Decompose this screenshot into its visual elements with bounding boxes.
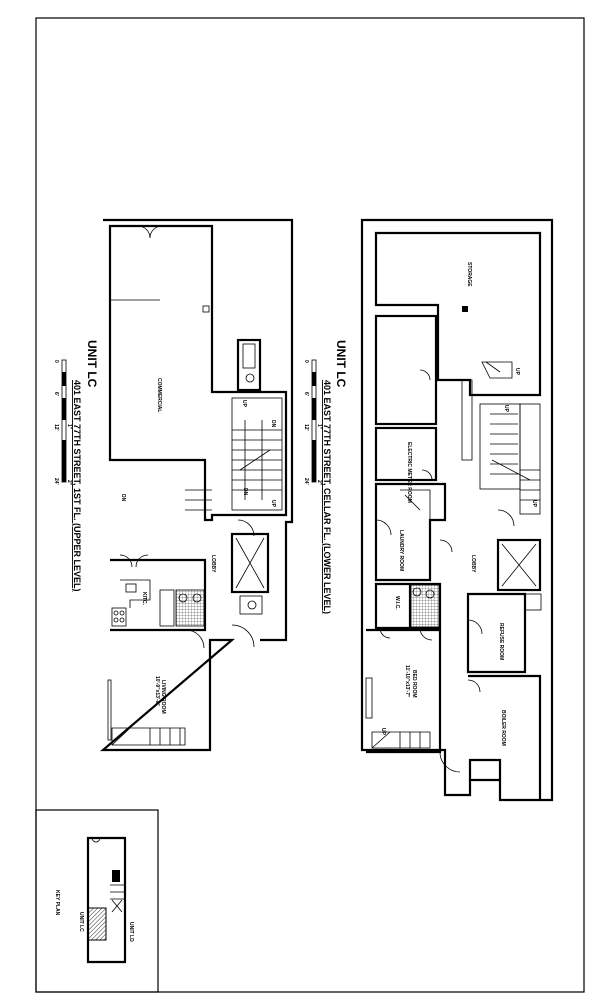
- upper-stairs: [232, 420, 282, 500]
- room-laundry: LAUNDRY ROOM: [398, 530, 404, 571]
- scale-tick: 24': [53, 478, 59, 485]
- room-lobby-upper: LOBBY: [210, 555, 216, 573]
- elevator: [230, 532, 270, 594]
- room-kitchen: KITC.: [141, 592, 147, 606]
- stair-label: UP: [531, 500, 537, 508]
- room-bed-dimensions: 11'-10"x13'-7": [404, 665, 410, 698]
- upper-level-plan: [100, 218, 294, 752]
- scale-tick: 24': [303, 478, 309, 485]
- lower-floor-title: 401 EAST 77TH STREET, CELLAR FL. (LOWER …: [322, 380, 332, 614]
- stair-label: DN: [270, 420, 276, 428]
- scale-tick: 6': [303, 392, 309, 396]
- stair-label: UP: [514, 368, 520, 376]
- upper-unit-title: UNIT LC: [85, 340, 99, 388]
- room-refuse: REFUSE ROOM: [498, 623, 504, 660]
- scale-tick: 6': [53, 392, 59, 396]
- room-living: LIVING ROOM: [160, 680, 166, 714]
- room-wic: W.I.C.: [394, 596, 400, 610]
- stair-label: UP: [380, 728, 386, 736]
- lower-unit-title: UNIT LC: [334, 340, 348, 388]
- key-plan-unit-lc: UNIT LC: [78, 912, 84, 932]
- lower-scale-bar: [311, 359, 317, 483]
- key-plan: [86, 836, 127, 964]
- lower-level-plan: [360, 218, 554, 802]
- room-living-dimensions: 10'-9"x13'-8": [154, 676, 160, 707]
- elevator-lower: [496, 538, 542, 592]
- stair-label: UP: [270, 500, 276, 508]
- stair-label: UP: [241, 400, 247, 408]
- room-boiler: BOILER ROOM: [500, 710, 506, 746]
- room-bed: BED ROOM: [411, 670, 417, 698]
- upper-floor-title: 401 EAST 77TH STREET, 1ST FL. (UPPER LEV…: [72, 380, 82, 592]
- key-plan-title: KEY PLAN: [54, 890, 60, 916]
- scale-tick: 12': [303, 424, 309, 431]
- scale-tick: 2": [316, 480, 322, 486]
- scale-tick: 12': [53, 424, 59, 431]
- commercial-room: [108, 224, 288, 522]
- scale-tick: 2": [66, 480, 72, 486]
- stair-label: DN: [120, 494, 126, 502]
- scale-tick: 1": [66, 424, 72, 430]
- room-electric-meter: ELECTRIC METER ROOM: [406, 442, 412, 503]
- key-plan-unit-ld: UNIT LD: [128, 922, 134, 942]
- room-commercial: COMMERCIAL: [156, 378, 162, 412]
- upper-scale-bar: [61, 359, 67, 483]
- scale-tick: 1": [316, 424, 322, 430]
- room-lobby-lower: LOBBY: [470, 555, 476, 573]
- scale-tick: 0: [53, 360, 59, 363]
- stair-label: UP: [503, 405, 509, 413]
- key-plan-border: [35, 809, 159, 993]
- scale-tick: 0: [303, 360, 309, 363]
- room-storage: STORAGE: [466, 262, 472, 287]
- sheet-border: [35, 17, 585, 993]
- stair-label: DN: [242, 488, 248, 496]
